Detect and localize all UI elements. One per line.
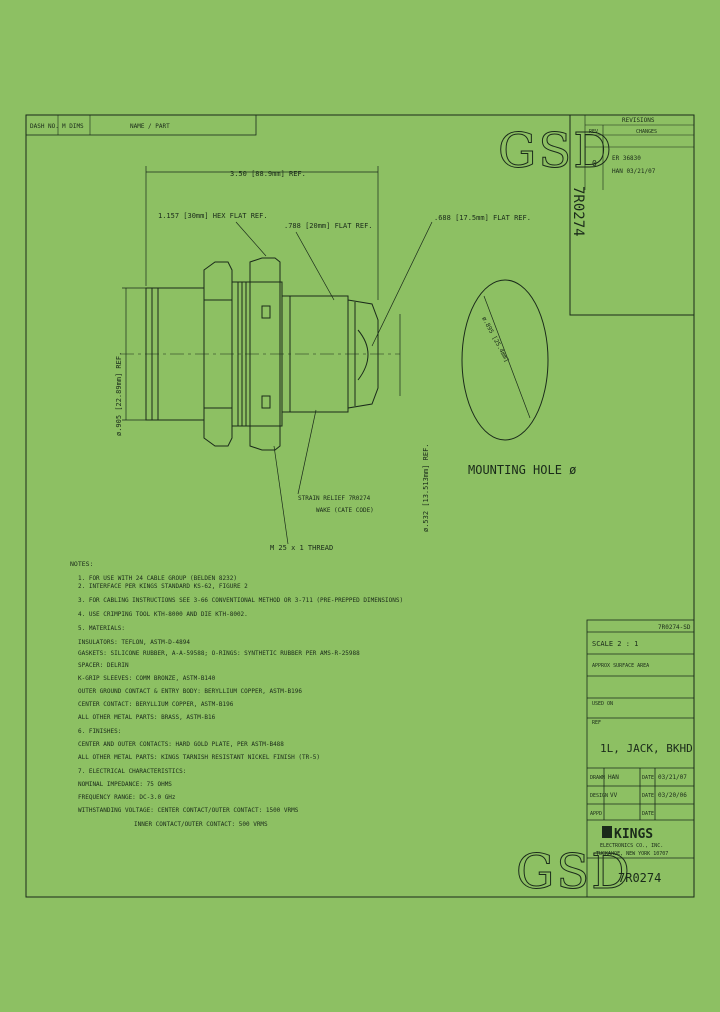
svg-text:VV: VV bbox=[610, 792, 618, 799]
part-number-vertical: 7R0274 bbox=[570, 186, 586, 237]
title-block-text: 7R0274-SD SCALE 2 : 1 APPROX SURFACE ARE… bbox=[590, 624, 693, 885]
mounting-hole-label: MOUNTING HOLE ø bbox=[468, 463, 576, 477]
svg-text:DESIGN: DESIGN bbox=[590, 793, 608, 799]
rev-desc: ER 36830 bbox=[612, 155, 641, 162]
gsd-logo-top: GSD bbox=[498, 123, 614, 179]
svg-text:DRAWN: DRAWN bbox=[590, 775, 605, 781]
svg-text:HAN: HAN bbox=[608, 774, 619, 781]
svg-text:APPD: APPD bbox=[590, 811, 602, 817]
svg-text:6. FINISHES:: 6. FINISHES: bbox=[78, 728, 121, 735]
company-name: KINGS bbox=[614, 827, 653, 842]
svg-text:03/21/07: 03/21/07 bbox=[658, 774, 687, 781]
revisions-block: REVISIONS REV CHANGES 0 ER 36830 HAN 03/… bbox=[569, 115, 694, 316]
svg-text:CENTER CONTACT: BERYLLIUM COPP: CENTER CONTACT: BERYLLIUM COPPER, ASTM-B… bbox=[78, 701, 234, 708]
part-ref: 7R0274-SD bbox=[658, 624, 691, 631]
dim-diameter-right: ø.532 [13.513mm] REF. bbox=[422, 443, 430, 532]
svg-text:3. FOR CABLING INSTRUCTIONS SE: 3. FOR CABLING INSTRUCTIONS SEE 3-66 CON… bbox=[78, 597, 403, 604]
strain-relief-callout: STRAIN RELIEF 7R0274 WAKE (CATE CODE) bbox=[298, 495, 374, 514]
svg-text:CENTER AND OUTER CONTACTS: HAR: CENTER AND OUTER CONTACTS: HARD GOLD PLA… bbox=[78, 741, 284, 748]
svg-text:WITHSTANDING VOLTAGE: CENTER C: WITHSTANDING VOLTAGE: CENTER CONTACT/OUT… bbox=[78, 807, 299, 814]
header-strip: DASH NO. M DIMS NAME / PART bbox=[25, 114, 257, 136]
svg-text:SPACER: DELRIN: SPACER: DELRIN bbox=[78, 662, 129, 669]
svg-text:1. FOR USE WITH 24 CABLE GROUP: 1. FOR USE WITH 24 CABLE GROUP (BELDEN 8… bbox=[78, 575, 237, 582]
dash-no-label: DASH NO. bbox=[30, 123, 59, 130]
rev-value: 0 bbox=[592, 159, 597, 168]
description-label: CHANGES bbox=[636, 129, 657, 135]
gsd-logo-bottom: GSD bbox=[516, 844, 632, 900]
surface-area: APPROX SURFACE AREA bbox=[592, 663, 649, 669]
dim-overall-length: 3.50 [88.9mm] REF. bbox=[230, 170, 306, 178]
ref-label: REF bbox=[592, 720, 601, 726]
dim-hex-flat: 1.157 [30mm] HEX FLAT REF. bbox=[158, 212, 268, 220]
drawing-border bbox=[25, 114, 695, 898]
name-label: NAME / PART bbox=[130, 123, 170, 130]
connector-side-view bbox=[120, 257, 400, 451]
revisions-title: REVISIONS bbox=[622, 117, 655, 124]
svg-text:WAKE (CATE CODE): WAKE (CATE CODE) bbox=[316, 507, 374, 514]
mounting-hole-view: ø.895 [25.4mm] MOUNTING HOLE ø bbox=[461, 279, 576, 477]
svg-text:03/20/06: 03/20/06 bbox=[658, 792, 687, 799]
drawing-number: 7R0274 bbox=[618, 871, 661, 885]
scale: SCALE 2 : 1 bbox=[592, 640, 638, 648]
svg-text:DATE: DATE bbox=[642, 793, 654, 799]
svg-text:DATE: DATE bbox=[642, 775, 654, 781]
mounting-hole-dim: ø.895 [25.4mm] bbox=[480, 316, 510, 364]
svg-text:NOMINAL IMPEDANCE: 75 OHMS: NOMINAL IMPEDANCE: 75 OHMS bbox=[78, 781, 172, 788]
notes-block: NOTES: 1. FOR USE WITH 24 CABLE GROUP (B… bbox=[70, 560, 403, 828]
svg-text:INNER CONTACT/OUTER CONTACT: 5: INNER CONTACT/OUTER CONTACT: 500 VRMS bbox=[134, 821, 268, 828]
svg-text:OUTER GROUND CONTACT & ENTRY B: OUTER GROUND CONTACT & ENTRY BODY: BERYL… bbox=[78, 688, 302, 695]
company-sub: ELECTRONICS CO., INC. bbox=[600, 843, 663, 849]
company-address: TUCKAHOE, NEW YORK 10707 bbox=[596, 851, 668, 857]
company-logo-mark bbox=[602, 826, 612, 838]
svg-text:GASKETS: SILICONE RUBBER, A-A-: GASKETS: SILICONE RUBBER, A-A-59588; O-R… bbox=[78, 650, 360, 657]
used-on: USED ON bbox=[592, 701, 613, 707]
dim-flat-b: .688 [17.5mm] FLAT REF. bbox=[434, 214, 531, 222]
rev-date: HAN 03/21/07 bbox=[612, 168, 656, 175]
svg-text:K-GRIP SLEEVES: COMM BRONZE, A: K-GRIP SLEEVES: COMM BRONZE, ASTM-B140 bbox=[78, 675, 216, 682]
svg-text:INSULATORS: TEFLON, ASTM-D-489: INSULATORS: TEFLON, ASTM-D-4894 bbox=[78, 639, 190, 646]
svg-text:2. INTERFACE PER KINGS STANDAR: 2. INTERFACE PER KINGS STANDARD KS-62, F… bbox=[78, 583, 248, 590]
dim-flat-a: .788 [20mm] FLAT REF. bbox=[284, 222, 373, 230]
svg-text:NOTES:: NOTES: bbox=[70, 560, 93, 568]
svg-text:5. MATERIALS:: 5. MATERIALS: bbox=[78, 625, 125, 632]
svg-text:7. ELECTRICAL CHARACTERISTICS:: 7. ELECTRICAL CHARACTERISTICS: bbox=[78, 768, 186, 775]
svg-text:FREQUENCY RANGE: DC-3.0 GHz: FREQUENCY RANGE: DC-3.0 GHz bbox=[78, 794, 176, 801]
rev-label: REV bbox=[589, 129, 598, 135]
svg-text:DATE: DATE bbox=[642, 811, 654, 817]
svg-text:4. USE CRIMPING TOOL KTH-8000: 4. USE CRIMPING TOOL KTH-8000 AND DIE KT… bbox=[78, 611, 248, 618]
title-block bbox=[586, 619, 695, 898]
svg-text:STRAIN RELIEF 7R0274: STRAIN RELIEF 7R0274 bbox=[298, 495, 371, 502]
thread-callout: M 25 x 1 THREAD bbox=[270, 544, 333, 552]
drawing-title: 1L, JACK, BKHD bbox=[600, 742, 693, 755]
dim-diameter-left: ø.905 [22.89mm] REF. bbox=[115, 352, 123, 436]
dimension-lines bbox=[122, 166, 433, 545]
svg-text:ALL OTHER METAL PARTS: KINGS T: ALL OTHER METAL PARTS: KINGS TARNISH RES… bbox=[78, 754, 320, 761]
dim-label: M DIMS bbox=[62, 123, 84, 130]
svg-text:ALL OTHER METAL PARTS: BRASS,: ALL OTHER METAL PARTS: BRASS, ASTM-B16 bbox=[78, 714, 216, 721]
